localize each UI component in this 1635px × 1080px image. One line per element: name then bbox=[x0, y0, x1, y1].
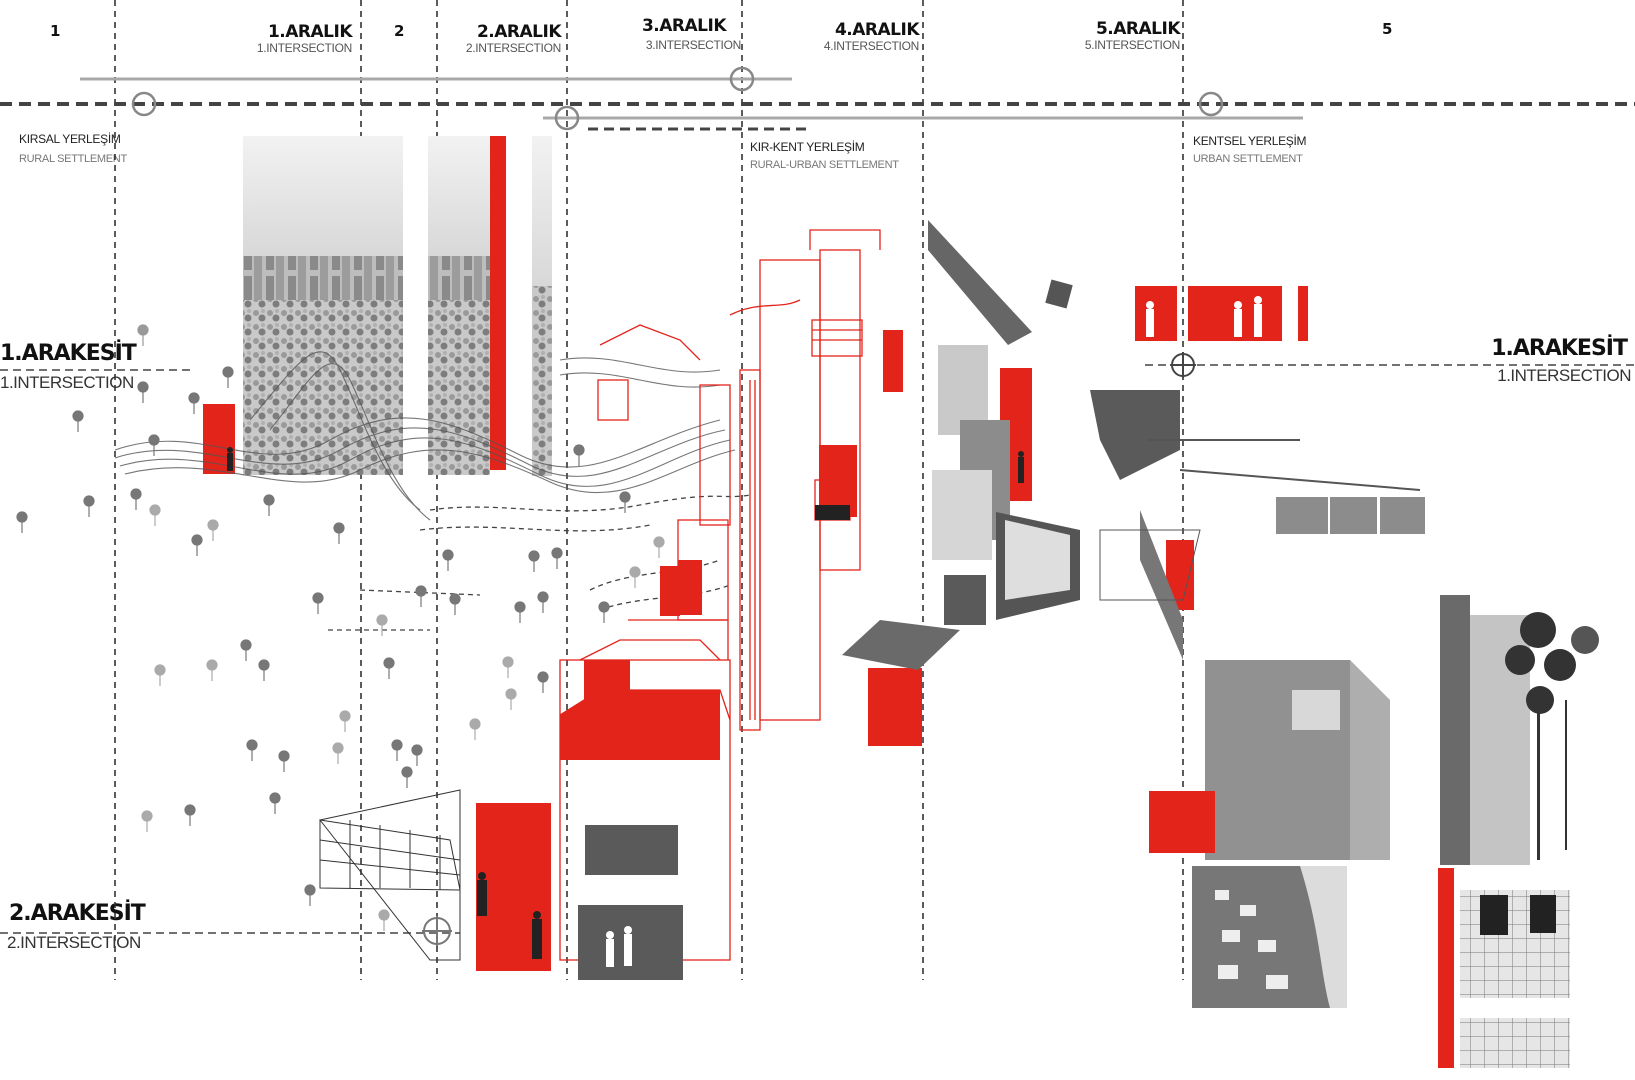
red-panel bbox=[883, 330, 903, 392]
zone-number-2: 2 bbox=[394, 22, 405, 40]
red-panel bbox=[1298, 286, 1308, 341]
section-title: 1.ARAKESİT bbox=[0, 341, 137, 366]
red-panel bbox=[1135, 286, 1177, 341]
red-bar bbox=[1438, 868, 1454, 1068]
red-bar bbox=[490, 136, 506, 470]
settlement-title: KENTSEL YERLEŞİM bbox=[1193, 134, 1307, 148]
section-title: 2.ARAKESİT bbox=[9, 901, 146, 926]
tree-pins bbox=[16, 324, 665, 931]
settlement-title: KIR-KENT YERLEŞİM bbox=[750, 140, 865, 154]
perspective-sketch bbox=[319, 789, 461, 961]
terrain-waves bbox=[114, 351, 736, 521]
node-circle bbox=[131, 91, 157, 117]
roots bbox=[1480, 895, 1556, 935]
red-panel bbox=[1149, 791, 1215, 853]
node-circle bbox=[554, 105, 580, 131]
rural-photo-strips bbox=[203, 136, 552, 476]
urban-people bbox=[1146, 296, 1262, 337]
section-subtitle: 1.INTERSECTION bbox=[1497, 366, 1631, 385]
red-panel bbox=[868, 668, 922, 746]
section-subtitle: 2.INTERSECTION bbox=[7, 933, 141, 952]
tree-illustration bbox=[1505, 612, 1599, 860]
section-title: 1.ARAKESİT bbox=[1491, 336, 1628, 361]
settlement-subtitle: RURAL SETTLEMENT bbox=[19, 153, 127, 165]
rural-urban-photos bbox=[842, 220, 1183, 670]
settlement-subtitle: RURAL-URBAN SETTLEMENT bbox=[750, 159, 899, 171]
node-circle bbox=[729, 66, 755, 92]
zone-number-5: 5 bbox=[1382, 20, 1393, 38]
interval-title: 3.ARALIK bbox=[641, 16, 727, 36]
red-wall bbox=[584, 660, 630, 700]
interval-title: 5.ARALIK bbox=[1095, 19, 1181, 39]
node-circle bbox=[1198, 91, 1224, 117]
interval-title: 4.ARALIK bbox=[834, 20, 920, 40]
interval-title: 2.ARALIK bbox=[476, 22, 562, 42]
section-lines bbox=[0, 364, 1635, 934]
rural-urban-fills bbox=[476, 330, 1194, 980]
settlement-title: KIRSAL YERLEŞİM bbox=[19, 132, 121, 146]
top-axes bbox=[0, 66, 1635, 131]
zone-number-1: 1 bbox=[50, 22, 61, 40]
interval-subtitle: 3.INTERSECTION bbox=[645, 38, 741, 52]
red-wall bbox=[660, 566, 680, 616]
settlement-subtitle: URBAN SETTLEMENT bbox=[1193, 153, 1303, 165]
section-markers bbox=[422, 352, 1196, 946]
interval-subtitle: 2.INTERSECTION bbox=[465, 41, 561, 55]
dark-panel bbox=[815, 505, 850, 520]
interval-subtitle: 5.INTERSECTION bbox=[1084, 38, 1180, 52]
root-grid bbox=[1460, 1018, 1570, 1068]
urban-scene bbox=[1099, 286, 1599, 1068]
red-wall bbox=[678, 560, 702, 615]
grey-window bbox=[585, 825, 678, 875]
red-roof bbox=[560, 690, 720, 760]
rural-urban-buildings bbox=[559, 229, 881, 961]
interval-subtitle: 4.INTERSECTION bbox=[823, 39, 919, 53]
interval-subtitle: 1.INTERSECTION bbox=[256, 41, 352, 55]
section-subtitle: 1.INTERSECTION bbox=[0, 373, 134, 392]
interval-title: 1.ARALIK bbox=[267, 22, 353, 42]
